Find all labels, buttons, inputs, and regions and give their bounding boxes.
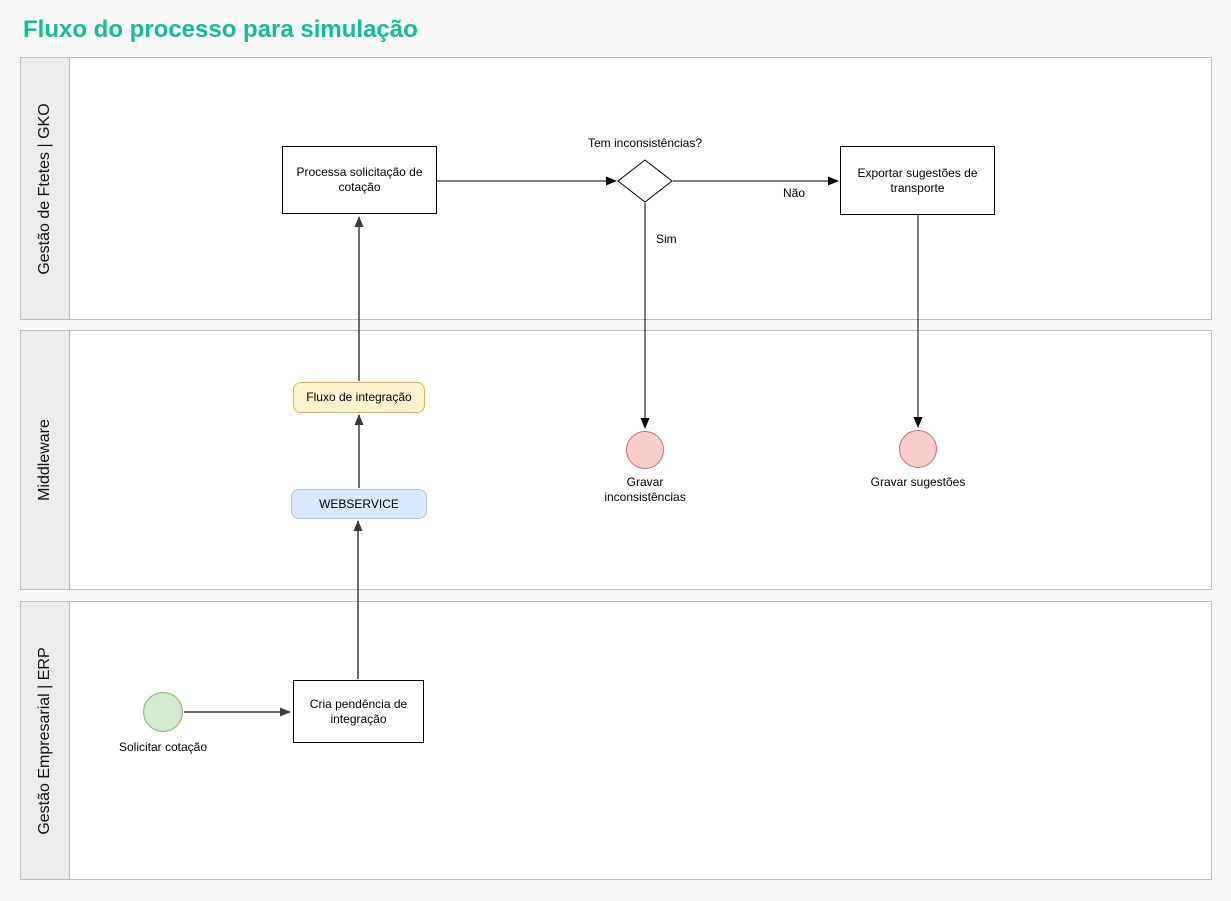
end-event-circle-sugestoes (899, 430, 937, 468)
step-webservice: WEBSERVICE (291, 489, 427, 519)
task-processa-solicitacao-label: Processa solicitação de cotação (296, 165, 423, 194)
decision-question-label: Tem inconsistências? (587, 136, 703, 150)
end-event-sugestoes-label: Gravar sugestões (870, 475, 966, 489)
decision-diamond (617, 159, 673, 203)
task-cria-pendencia: Cria pendência de integração (293, 680, 424, 743)
edge-label-sim: Sim (656, 232, 677, 246)
task-cria-pendencia-label: Cria pendência de integração (309, 696, 408, 726)
lane-erp-body (69, 602, 1211, 879)
task-processa-solicitacao: Processa solicitação de cotação (282, 146, 437, 214)
step-fluxo-integracao: Fluxo de integração (293, 382, 425, 413)
lane-gestao-empresarial-erp: Gestão Empresarial | ERP (20, 601, 1212, 880)
task-exportar-sugestoes-label: Exportar sugestões de transporte (857, 165, 978, 195)
step-fluxo-integracao-label: Fluxo de integração (306, 390, 412, 404)
task-exportar-sugestoes: Exportar sugestões de transporte (840, 146, 995, 215)
end-event-circle-inconsistencias (626, 431, 664, 469)
edge-label-nao: Não (783, 186, 806, 200)
start-event-label: Solicitar cotação (118, 740, 208, 754)
end-event-inconsistencias-label: Gravar inconsistências (604, 475, 686, 504)
start-event-circle (143, 692, 183, 732)
page-title: Fluxo do processo para simulação (23, 16, 418, 43)
step-webservice-label: WEBSERVICE (319, 496, 399, 511)
